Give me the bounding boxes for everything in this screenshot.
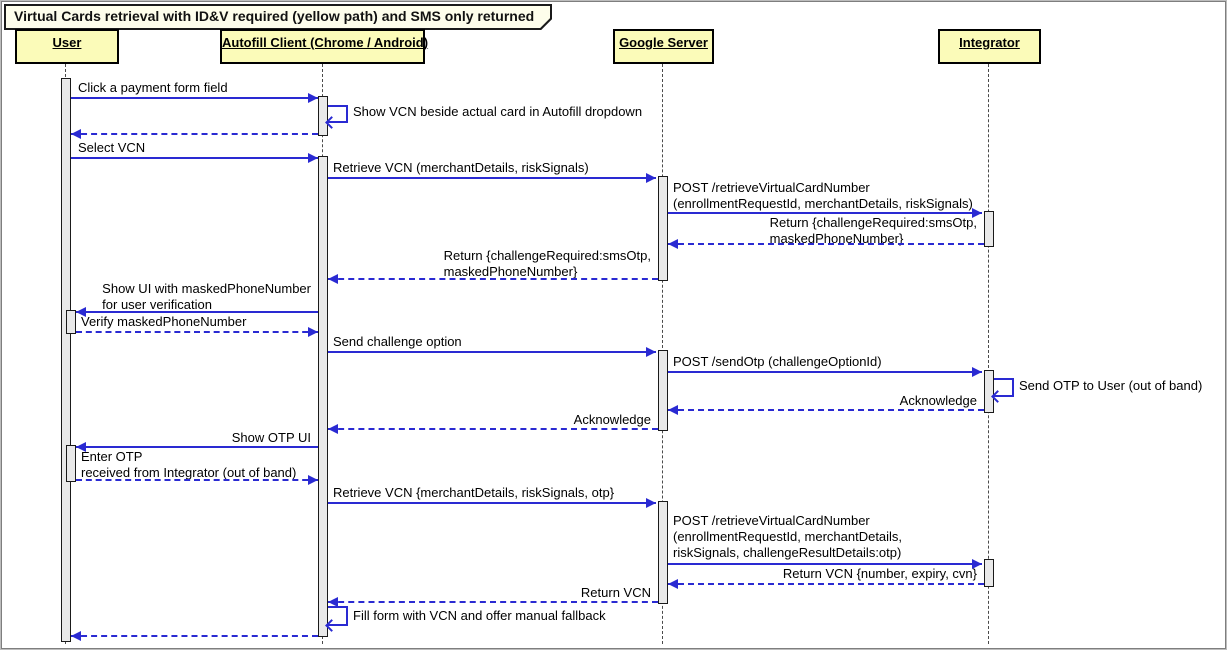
arrowhead-left-icon (76, 307, 86, 317)
activation-bar-google-1 (658, 176, 668, 281)
message-label: Acknowledge (573, 412, 651, 427)
message-label: POST /retrieveVirtualCardNumber (enrollm… (673, 180, 973, 211)
message-label: POST /sendOtp (challengeOptionId) (673, 354, 882, 369)
participant-user: User (15, 29, 119, 64)
participant-autofill-client-label: Autofill Client (Chrome / Android) (222, 35, 429, 50)
arrowhead-right-icon (308, 475, 318, 485)
arrow-line (76, 446, 318, 448)
message-label: Fill form with VCN and offer manual fall… (353, 608, 606, 623)
arrow-line (328, 177, 656, 179)
arrow-line (328, 502, 656, 504)
message-label: Retrieve VCN {merchantDetails, riskSigna… (333, 485, 615, 500)
message-label: Return {challengeRequired:smsOtp, masked… (443, 248, 651, 279)
message-label: Enter OTP received from Integrator (out … (81, 449, 297, 480)
message-label: Show UI with maskedPhoneNumber for user … (102, 281, 311, 312)
arrowhead-right-icon (646, 498, 656, 508)
diagram-title: Virtual Cards retrieval with ID&V requir… (6, 6, 550, 28)
arrowhead-left-icon (76, 442, 86, 452)
arrowhead-left-icon (668, 239, 678, 249)
arrowhead-left-icon (328, 274, 338, 284)
message-label: Verify maskedPhoneNumber (81, 314, 247, 329)
arrowhead-left-icon (71, 631, 81, 641)
activation-bar-autofill-1 (318, 96, 328, 136)
arrow-line (71, 133, 318, 135)
activation-bar-integrator-3 (984, 559, 994, 587)
arrow-line (668, 371, 982, 373)
participant-user-label: User (52, 35, 82, 50)
self-message-bracket (328, 105, 348, 123)
participant-integrator: Integrator (938, 29, 1041, 64)
message-label: Show VCN beside actual card in Autofill … (353, 104, 643, 119)
message-label: Click a payment form field (78, 80, 228, 95)
message-label: Return VCN (580, 585, 651, 600)
arrowhead-right-icon (308, 153, 318, 163)
arrow-line (668, 243, 984, 245)
activation-bar-user-nested-2 (66, 445, 76, 482)
activation-bar-google-3 (658, 501, 668, 604)
message-label: Return VCN {number, expiry, cvn} (782, 566, 977, 581)
arrow-line (668, 212, 982, 214)
self-message-bracket (328, 606, 348, 626)
arrowhead-right-icon (646, 173, 656, 183)
arrowhead-right-icon (972, 559, 982, 569)
lifeline-integrator (988, 64, 989, 644)
participant-google-server: Google Server (613, 29, 714, 64)
message-label: Send challenge option (333, 334, 462, 349)
arrowhead-right-icon (972, 367, 982, 377)
arrowhead-left-icon (668, 405, 678, 415)
arrowhead-left-icon (328, 424, 338, 434)
message-label: Send OTP to User (out of band) (1019, 378, 1203, 393)
arrowhead-right-icon (308, 93, 318, 103)
arrow-line (71, 157, 318, 159)
arrow-line (328, 601, 658, 603)
arrowhead-right-icon (308, 327, 318, 337)
arrowhead-right-icon (972, 208, 982, 218)
arrow-line (71, 97, 318, 99)
activation-bar-user (61, 78, 71, 642)
arrowhead-right-icon (646, 347, 656, 357)
arrow-line (668, 563, 982, 565)
diagram-title-tab: Virtual Cards retrieval with ID&V requir… (4, 4, 552, 30)
arrowhead-left-icon (328, 597, 338, 607)
activation-bar-google-2 (658, 350, 668, 431)
participant-google-server-label: Google Server (619, 35, 708, 50)
activation-bar-autofill-2 (318, 156, 328, 637)
arrow-line (668, 409, 984, 411)
self-message-bracket (994, 378, 1014, 397)
activation-bar-integrator-1 (984, 211, 994, 247)
message-label: Acknowledge (899, 393, 977, 408)
arrowhead-left-icon (668, 579, 678, 589)
arrow-line (76, 479, 318, 481)
arrow-line (328, 351, 656, 353)
participant-integrator-label: Integrator (959, 35, 1020, 50)
activation-bar-user-nested-1 (66, 310, 76, 334)
participant-autofill-client: Autofill Client (Chrome / Android) (220, 29, 429, 64)
arrow-line (76, 311, 318, 313)
arrow-line (71, 635, 318, 637)
message-label: POST /retrieveVirtualCardNumber (enrollm… (673, 513, 903, 560)
arrow-line (328, 278, 658, 280)
message-label: Show OTP UI (231, 430, 311, 445)
arrow-line (668, 583, 984, 585)
arrow-line (328, 428, 658, 430)
arrowhead-left-icon (71, 129, 81, 139)
message-label: Retrieve VCN (merchantDetails, riskSigna… (333, 160, 589, 175)
message-label: Select VCN (78, 140, 146, 155)
activation-bar-integrator-2 (984, 370, 994, 413)
arrow-line (76, 331, 318, 333)
message-label: Return {challengeRequired:smsOtp, masked… (769, 215, 977, 246)
